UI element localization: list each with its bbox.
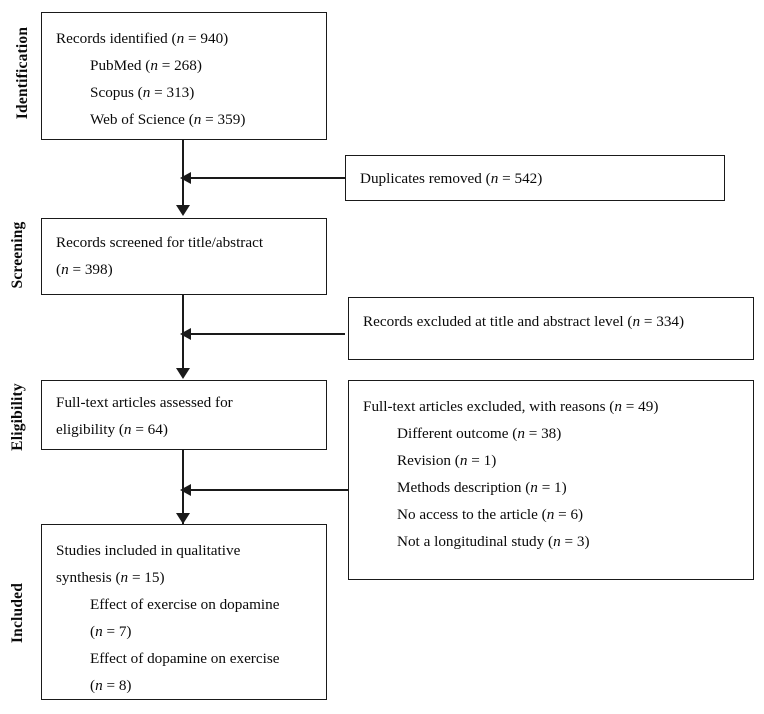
line-pubmed: PubMed (n = 268) bbox=[90, 57, 202, 74]
box-duplicates-removed: Duplicates removed (n = 542) bbox=[345, 155, 725, 201]
line-included-dopamine-on-exercise-count: (n = 8) bbox=[90, 677, 132, 694]
line-fulltext-assessed: Full-text articles assessed for bbox=[56, 394, 233, 411]
line-included-qualitative: Studies included in qualitative bbox=[56, 542, 241, 559]
box-included-studies: Studies included in qualitative synthesi… bbox=[41, 524, 327, 700]
box-fulltext-excluded: Full-text articles excluded, with reason… bbox=[348, 380, 754, 580]
line-fulltext-excluded: Full-text articles excluded, with reason… bbox=[363, 398, 659, 415]
box-included-studies-text: Studies included in qualitative synthesi… bbox=[56, 537, 318, 699]
line-records-screened: Records screened for title/abstract bbox=[56, 234, 264, 251]
line-included-synthesis-count: synthesis (n = 15) bbox=[56, 569, 165, 586]
box-fulltext-assessed-text: Full-text articles assessed for eligibil… bbox=[56, 389, 318, 443]
stage-label-screening: Screening bbox=[9, 221, 26, 289]
line-included-exercise-on-dopamine-count: (n = 7) bbox=[90, 623, 132, 640]
box-fulltext-excluded-text: Full-text articles excluded, with reason… bbox=[363, 393, 745, 555]
connector-fulltext-excluded-to-spine bbox=[188, 489, 348, 491]
line-fulltext-assessed-count: eligibility (n = 64) bbox=[56, 421, 168, 438]
line-reason-methods-description: Methods description (n = 1) bbox=[397, 479, 567, 496]
arrowhead-fulltext-excluded-to-spine bbox=[180, 484, 191, 496]
line-duplicates-removed: Duplicates removed (n = 542) bbox=[360, 170, 543, 187]
line-reason-no-access: No access to the article (n = 6) bbox=[397, 506, 584, 523]
line-web-of-science: Web of Science (n = 359) bbox=[90, 111, 246, 128]
line-scopus: Scopus (n = 313) bbox=[90, 84, 195, 101]
stage-label-eligibility: Eligibility bbox=[9, 383, 26, 451]
box-records-excluded-title-abstract: Records excluded at title and abstract l… bbox=[348, 297, 754, 360]
arrowhead-excluded-titles-to-spine bbox=[180, 328, 191, 340]
box-records-identified-text: Records identified (n = 940) PubMed (n =… bbox=[56, 25, 318, 133]
connector-duplicates-to-spine bbox=[188, 177, 345, 179]
line-reason-not-longitudinal: Not a longitudinal study (n = 3) bbox=[397, 533, 590, 550]
line-records-screened-count: (n = 398) bbox=[56, 261, 113, 278]
line-included-exercise-on-dopamine: Effect of exercise on dopamine bbox=[90, 596, 280, 613]
box-duplicates-removed-text: Duplicates removed (n = 542) bbox=[360, 165, 716, 192]
arrowhead-identified-to-screened bbox=[176, 205, 190, 216]
stage-label-identification: Identification bbox=[14, 26, 31, 120]
box-records-identified: Records identified (n = 940) PubMed (n =… bbox=[41, 12, 327, 140]
arrowhead-screened-to-fulltext bbox=[176, 368, 190, 379]
box-fulltext-assessed: Full-text articles assessed for eligibil… bbox=[41, 380, 327, 450]
line-reason-different-outcome: Different outcome (n = 38) bbox=[397, 425, 562, 442]
line-records-excluded-title-abstract: Records excluded at title and abstract l… bbox=[363, 313, 685, 330]
box-records-screened-text: Records screened for title/abstract (n =… bbox=[56, 229, 318, 283]
line-reason-revision: Revision (n = 1) bbox=[397, 452, 497, 469]
arrowhead-fulltext-to-included bbox=[176, 513, 190, 524]
stage-label-included: Included bbox=[9, 582, 26, 644]
box-records-screened: Records screened for title/abstract (n =… bbox=[41, 218, 327, 295]
arrowhead-duplicates-to-spine bbox=[180, 172, 191, 184]
line-included-dopamine-on-exercise: Effect of dopamine on exercise bbox=[90, 650, 280, 667]
line-records-identified: Records identified (n = 940) bbox=[56, 30, 229, 47]
connector-excluded-titles-to-spine bbox=[188, 333, 345, 335]
box-records-excluded-title-abstract-text: Records excluded at title and abstract l… bbox=[363, 308, 745, 335]
